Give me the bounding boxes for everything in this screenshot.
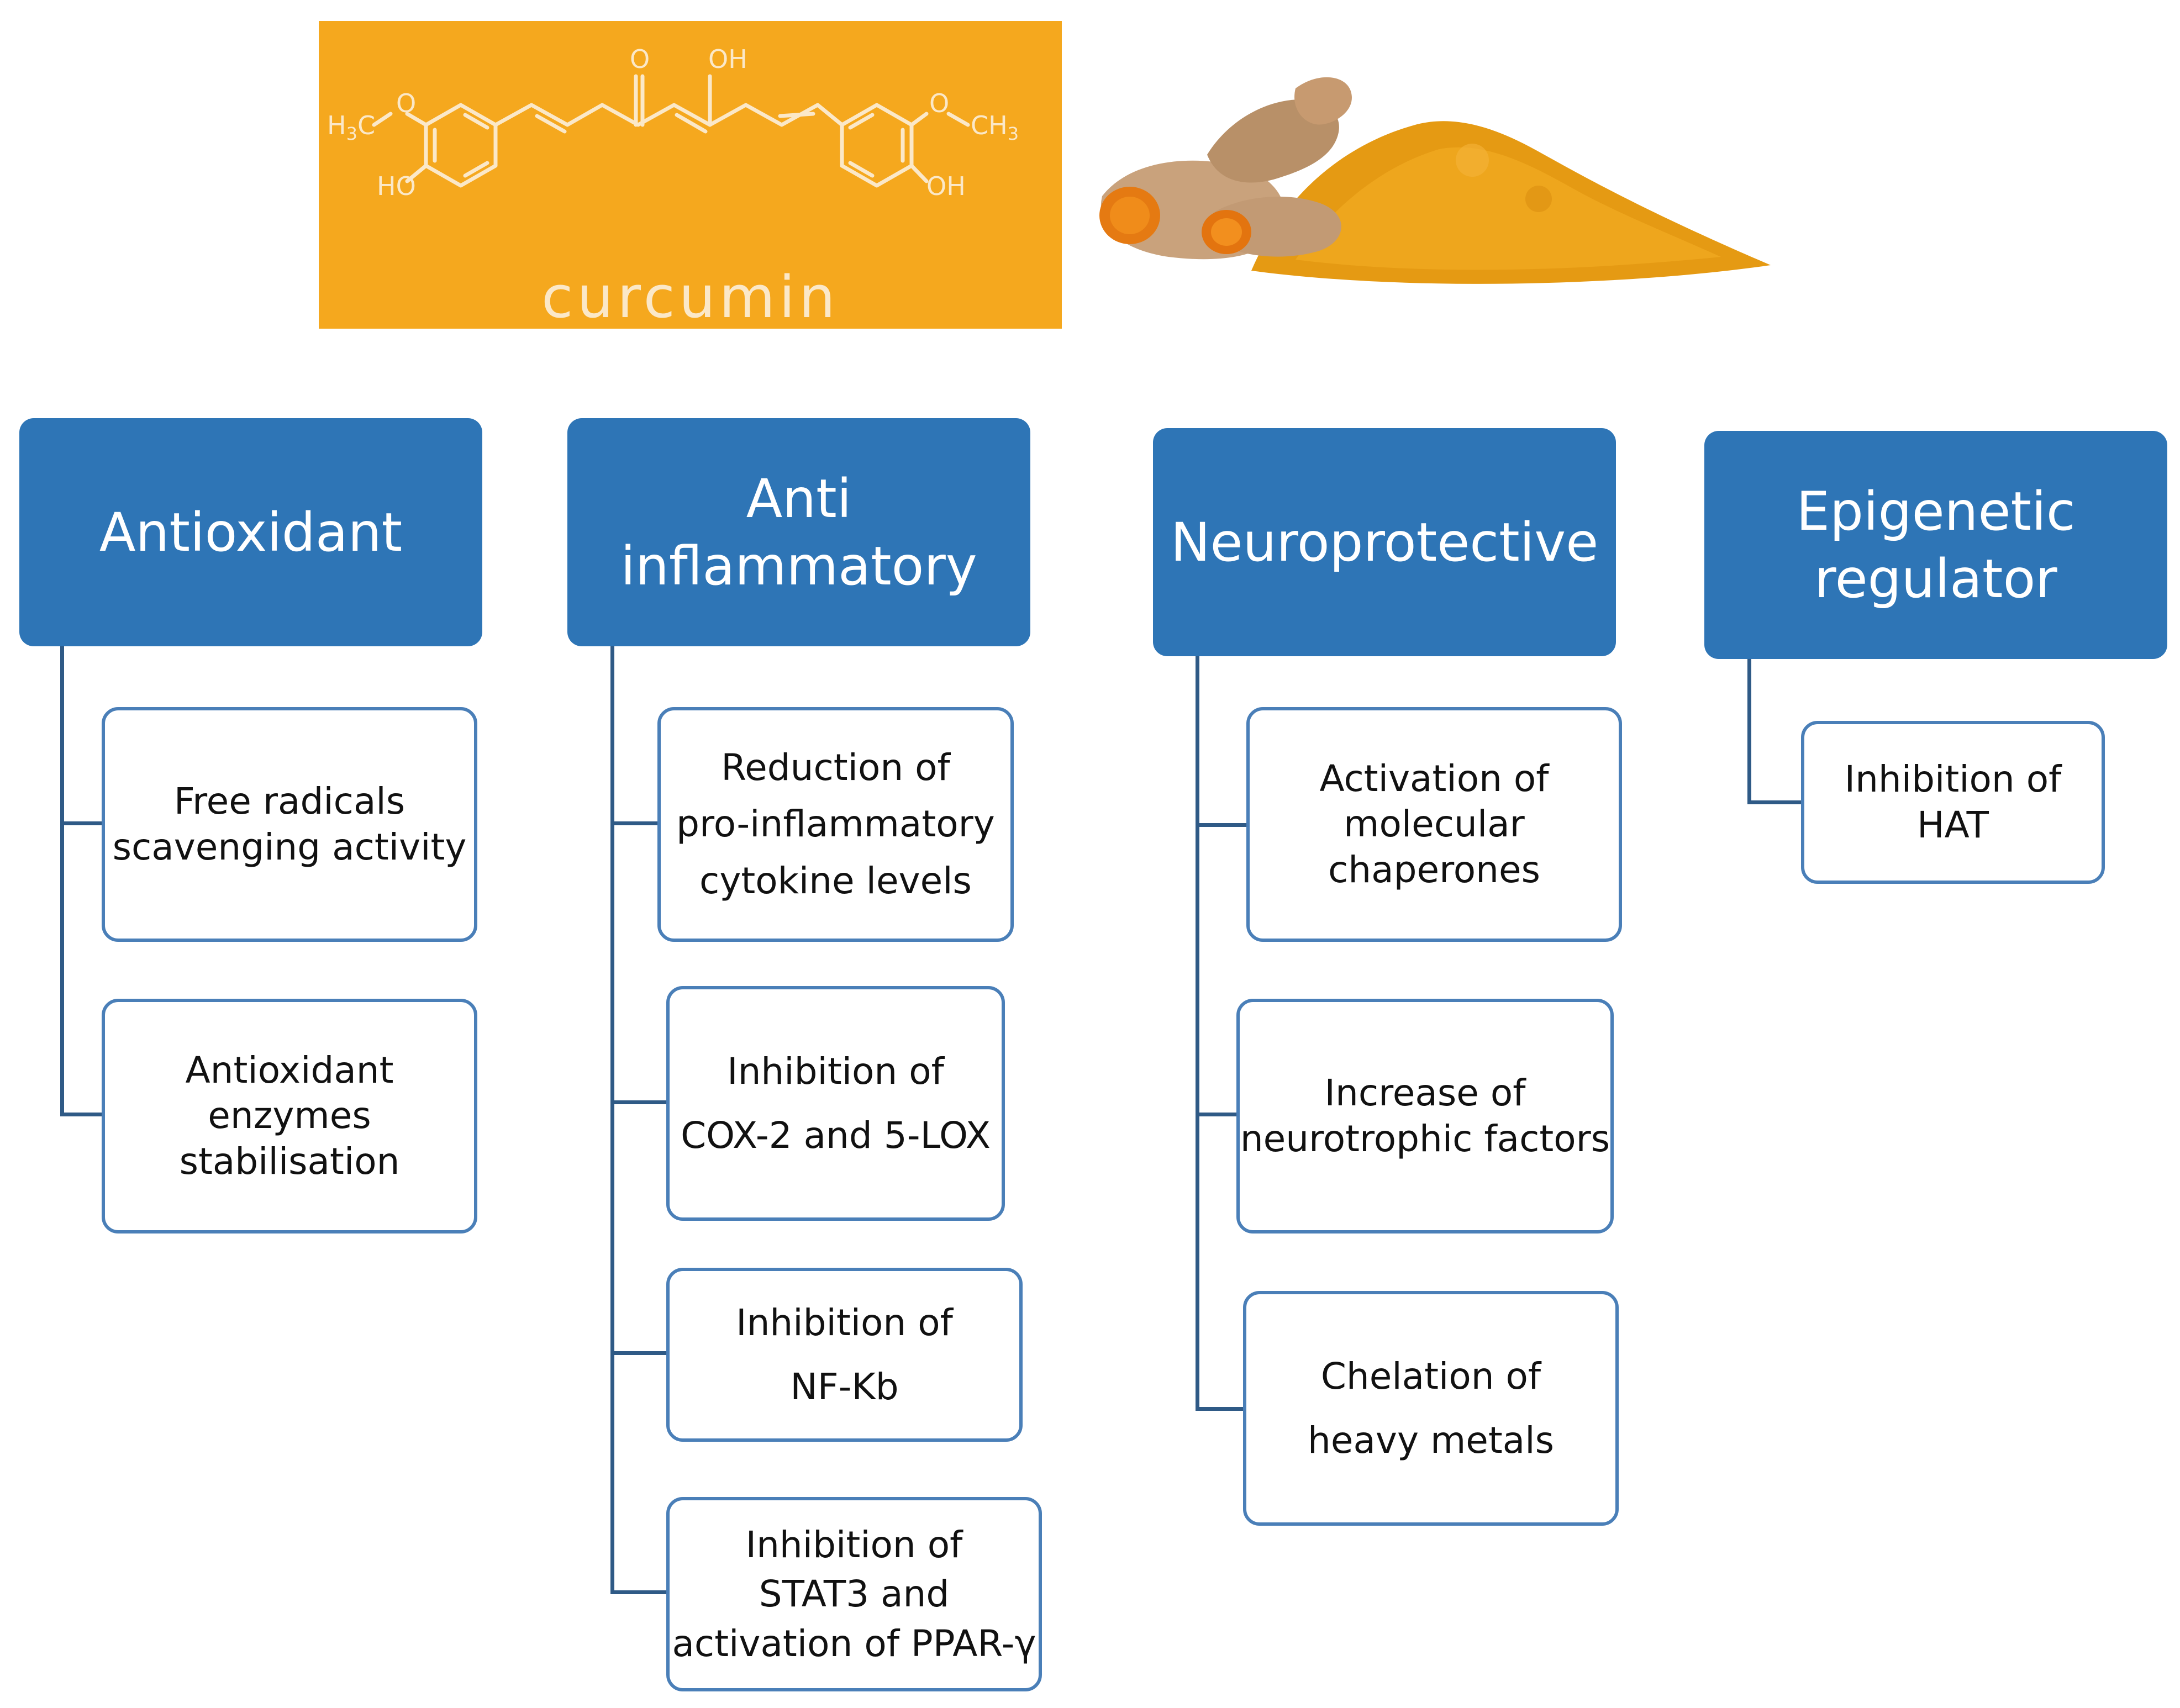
label-ch3: CH3 [971,110,1019,144]
label-ho-left: HO [377,171,416,201]
category-antioxidant: Antioxidant [19,418,482,646]
item-cox2-5lox-inhibition: Inhibition of COX-2 and 5-LOX [666,986,1005,1221]
connector-inflammatory-4 [610,1590,667,1594]
connector-neuro-3 [1196,1407,1244,1411]
compound-name: curcumin [541,263,839,331]
item-cytokine-reduction: Reduction of pro-inflammatory cytokine l… [657,707,1014,942]
heptadienone-chain [493,103,844,127]
category-epigenetic-regulator: Epigenetic regulator [1704,431,2167,659]
curcumin-structure-diagram: H3C O HO O OH O CH3 OH [327,44,1019,201]
connector-neuro-1 [1196,823,1248,827]
connector-inflammatory-1 [610,821,659,825]
connector-epigenetic-1 [1747,800,1803,804]
connector-neuro-2 [1196,1113,1239,1116]
connector-antioxidant-trunk [60,646,64,1116]
turmeric-root-and-powder-icon [1099,77,1771,284]
label-o-right: O [929,88,949,118]
label-o-ketone: O [630,44,650,74]
item-nfkb-inhibition: Inhibition of NF-Kb [666,1268,1023,1442]
curcumin-structure-panel: H3C O HO O OH O CH3 OH curcumin [319,21,1062,331]
item-heavy-metal-chelation: Chelation of heavy metals [1243,1291,1619,1526]
item-free-radicals-scavenging: Free radicals scavenging activity [102,707,477,942]
label-oh-enol: OH [708,44,747,74]
item-stat3-ppar: Inhibition of STAT3 and activation of PP… [666,1497,1042,1691]
connector-inflammatory-3 [610,1351,667,1355]
item-antioxidant-enzymes: Antioxidant enzymes stabilisation [102,999,477,1233]
connector-antioxidant-2 [60,1113,103,1116]
connector-inflammatory-2 [610,1100,667,1104]
connector-antioxidant-1 [60,821,103,825]
connector-epigenetic-trunk [1747,659,1751,804]
item-molecular-chaperones: Activation of molecular chaperones [1246,707,1622,942]
label-o-left: O [396,88,416,118]
label-oh-right: OH [926,171,966,201]
connector-inflammatory-trunk [610,646,614,1594]
label-h3c: H3C [327,110,375,144]
category-neuroprotective: Neuroprotective [1153,428,1616,656]
turmeric-photo [1086,66,1787,304]
category-anti-inflammatory: Anti inflammatory [567,418,1030,646]
item-hat-inhibition: Inhibition of HAT [1801,721,2105,884]
item-neurotrophic-factors: Increase of neurotrophic factors [1236,999,1614,1233]
connector-neuro-trunk [1196,656,1199,1411]
